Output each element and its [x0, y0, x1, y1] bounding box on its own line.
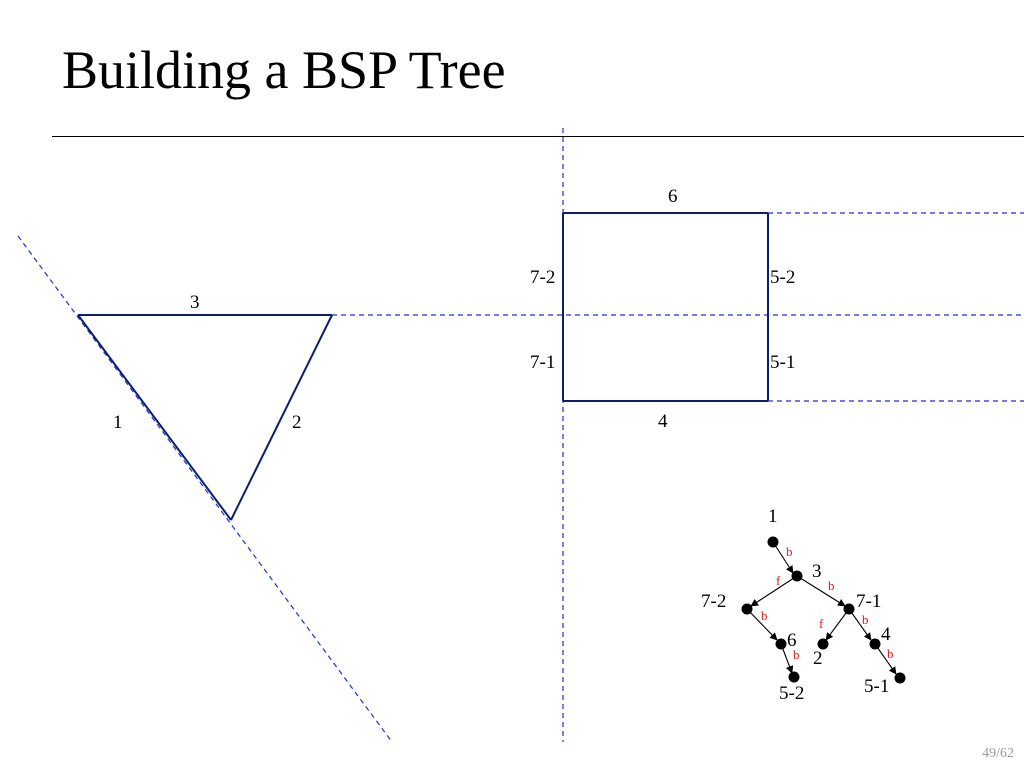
label-rect-left-upper: 7-2 — [530, 267, 555, 288]
tree-edge-labels: b f b b f b b b — [761, 544, 894, 662]
tree-label-5-1: 5-1 — [864, 676, 889, 697]
tree-node-3 — [791, 570, 803, 582]
tree-edge-4-5-1 — [874, 643, 897, 675]
split-lines — [17, 128, 1024, 743]
label-triangle-left: 1 — [113, 412, 123, 433]
tree-node-6 — [775, 638, 787, 650]
bsp-tree: 1 3 7-2 7-1 6 2 4 5-2 5-1 b f b b f b b … — [701, 506, 906, 704]
tree-label-7-1: 7-1 — [856, 591, 881, 612]
label-rect-top: 6 — [668, 186, 678, 207]
tree-label-3: 3 — [812, 561, 822, 582]
edge-label-3-7-2: f — [776, 573, 781, 588]
label-rect-left-lower: 7-1 — [530, 352, 555, 373]
tree-edge-3-7-2 — [750, 575, 798, 607]
tree-label-7-2: 7-2 — [701, 591, 726, 612]
tree-edge-7-1-4 — [848, 608, 872, 641]
tree-edge-7-2-6 — [746, 608, 778, 641]
edge-label-1-3: b — [786, 544, 793, 559]
tree-node-labels: 1 3 7-2 7-1 6 2 4 5-2 5-1 — [701, 506, 891, 704]
tree-edge-1-3 — [772, 541, 794, 574]
tree-node-5-1 — [894, 672, 906, 684]
triangle-edge-1 — [77, 314, 232, 521]
slide-title: Building a BSP Tree — [62, 40, 506, 100]
label-triangle-right: 2 — [292, 412, 302, 433]
edge-label-7-2-6: b — [761, 608, 768, 623]
edge-label-7-1-2: f — [819, 616, 824, 631]
tree-node-1 — [767, 536, 779, 548]
tree-node-5-2 — [788, 671, 800, 683]
tree-node-2 — [817, 638, 829, 650]
split-line-1 — [17, 235, 393, 743]
label-rect-right-upper: 5-2 — [770, 267, 795, 288]
page-number: 49/62 — [982, 746, 1014, 761]
tree-edge-7-1-2 — [825, 608, 850, 641]
tree-node-4 — [869, 638, 881, 650]
tree-label-5-2: 5-2 — [779, 683, 804, 704]
tree-node-7-1 — [843, 603, 855, 615]
label-rect-right-lower: 5-1 — [770, 352, 795, 373]
edge-label-6-5-2: b — [793, 647, 800, 662]
polygon-labels: 3 1 2 6 7-2 7-1 5-2 5-1 4 — [113, 186, 795, 433]
label-triangle-top: 3 — [190, 292, 200, 313]
triangle-polygon — [77, 314, 333, 521]
triangle-edge-2 — [230, 314, 333, 521]
tree-edge-3-7-1 — [796, 575, 846, 607]
rectangle-polygon — [562, 212, 769, 402]
edge-label-7-1-4: b — [862, 612, 869, 627]
tree-edges — [746, 541, 897, 675]
title-divider — [52, 136, 1024, 137]
tree-label-2: 2 — [813, 648, 823, 669]
edge-label-4-5-1: b — [887, 646, 894, 661]
tree-label-1: 1 — [768, 506, 778, 527]
tree-label-6: 6 — [787, 630, 797, 651]
tree-node-7-2 — [741, 603, 753, 615]
tree-label-4: 4 — [881, 624, 891, 645]
tree-nodes — [741, 536, 906, 684]
label-rect-bottom: 4 — [658, 411, 668, 432]
edge-label-3-7-1: b — [828, 578, 835, 593]
